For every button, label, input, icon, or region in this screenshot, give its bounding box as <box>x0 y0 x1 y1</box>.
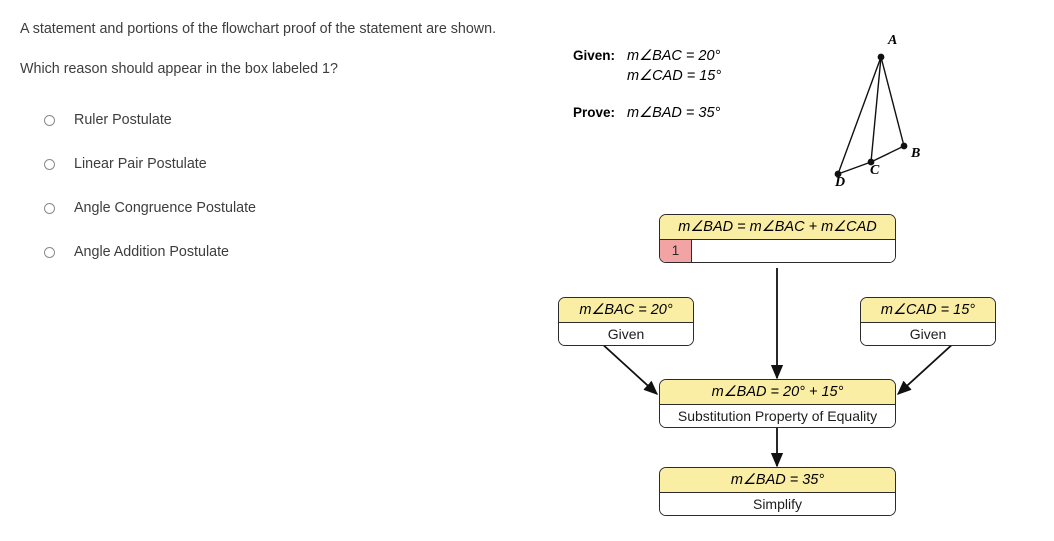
flowchart-node-angle-addition[interactable]: m∠BAD = m∠BAC + m∠CAD 1 <box>659 214 896 263</box>
segment-AD <box>837 56 882 175</box>
segment-DC <box>837 161 872 175</box>
flowchart-node-simplify[interactable]: m∠BAD = 35° Simplify <box>659 467 896 516</box>
question-intro: A statement and portions of the flowchar… <box>20 21 497 37</box>
node-reason: Substitution Property of Equality <box>660 405 895 427</box>
node-statement: m∠BAC = 20° <box>559 298 693 323</box>
node-reason: Given <box>559 323 693 345</box>
node-reason: Given <box>861 323 995 345</box>
question-prompt: Which reason should appear in the box la… <box>20 61 338 77</box>
node-reason-row[interactable]: 1 <box>660 240 895 262</box>
vertex-dot-C <box>867 158 875 166</box>
edge-left-to-substitution <box>599 341 659 395</box>
node-statement: m∠BAD = 35° <box>660 468 895 493</box>
reason-box-label-1[interactable]: 1 <box>660 240 692 262</box>
radio-button-icon[interactable] <box>44 114 55 126</box>
vertex-label-B: B <box>911 146 921 161</box>
vertex-dot-B <box>900 142 908 150</box>
vertex-label-D: D <box>835 175 846 190</box>
triangle-diagram-svg <box>834 53 908 178</box>
radio-button-icon[interactable] <box>44 158 55 170</box>
vertex-label-C: C <box>870 163 880 178</box>
segment-CB <box>870 145 905 163</box>
triangle-segments <box>837 56 905 175</box>
choice-option-angle-congruence-postulate[interactable]: Angle Congruence Postulate <box>20 186 520 230</box>
given-value-1: m∠BAC = 20° <box>627 48 721 64</box>
segment-AB <box>880 56 905 147</box>
vertex-dot-D <box>834 170 842 178</box>
flowchart-node-substitution[interactable]: m∠BAD = 20° + 15° Substitution Property … <box>659 379 896 428</box>
prove-value: m∠BAD = 35° <box>627 105 721 121</box>
segment-AC <box>870 56 882 163</box>
radio-button-icon[interactable] <box>44 202 55 214</box>
triangle-figure: A B C D <box>810 30 980 205</box>
node-statement: m∠CAD = 15° <box>861 298 995 323</box>
given-value-2: m∠CAD = 15° <box>627 68 722 84</box>
node-reason: Simplify <box>660 493 895 515</box>
prove-key: Prove: <box>573 105 616 120</box>
edge-right-to-substitution <box>896 341 956 395</box>
choice-label: Linear Pair Postulate <box>74 156 207 172</box>
node-statement: m∠BAD = 20° + 15° <box>660 380 895 405</box>
choice-label: Angle Congruence Postulate <box>74 200 257 216</box>
choice-option-ruler-postulate[interactable]: Ruler Postulate <box>20 98 520 142</box>
flowchart-node-given-cad[interactable]: m∠CAD = 15° Given <box>860 297 996 346</box>
radio-button-icon[interactable] <box>44 246 55 258</box>
vertex-dot-A <box>877 53 885 61</box>
choice-label: Angle Addition Postulate <box>74 244 229 260</box>
flowchart-node-given-bac[interactable]: m∠BAC = 20° Given <box>558 297 694 346</box>
choice-option-angle-addition-postulate[interactable]: Angle Addition Postulate <box>20 230 520 274</box>
given-prove-block: Given: m∠BAC = 20° m∠CAD = 15° Prove: m∠… <box>573 48 721 125</box>
triangle-vertex-dots <box>834 53 908 178</box>
choice-label: Ruler Postulate <box>74 112 172 128</box>
given-key: Given: <box>573 48 616 63</box>
given-row: Given: m∠BAC = 20° <box>573 48 721 68</box>
spacer <box>573 88 721 105</box>
given-row-2: m∠CAD = 15° <box>573 68 721 88</box>
reason-blank-field[interactable] <box>692 240 895 262</box>
vertex-label-A: A <box>888 33 898 48</box>
node-statement: m∠BAD = m∠BAC + m∠CAD <box>660 215 895 240</box>
question-panel: A statement and portions of the flowchar… <box>20 18 520 274</box>
answer-choices-list: Ruler Postulate Linear Pair Postulate An… <box>20 98 520 274</box>
choice-option-linear-pair-postulate[interactable]: Linear Pair Postulate <box>20 142 520 186</box>
prove-row: Prove: m∠BAD = 35° <box>573 105 721 125</box>
